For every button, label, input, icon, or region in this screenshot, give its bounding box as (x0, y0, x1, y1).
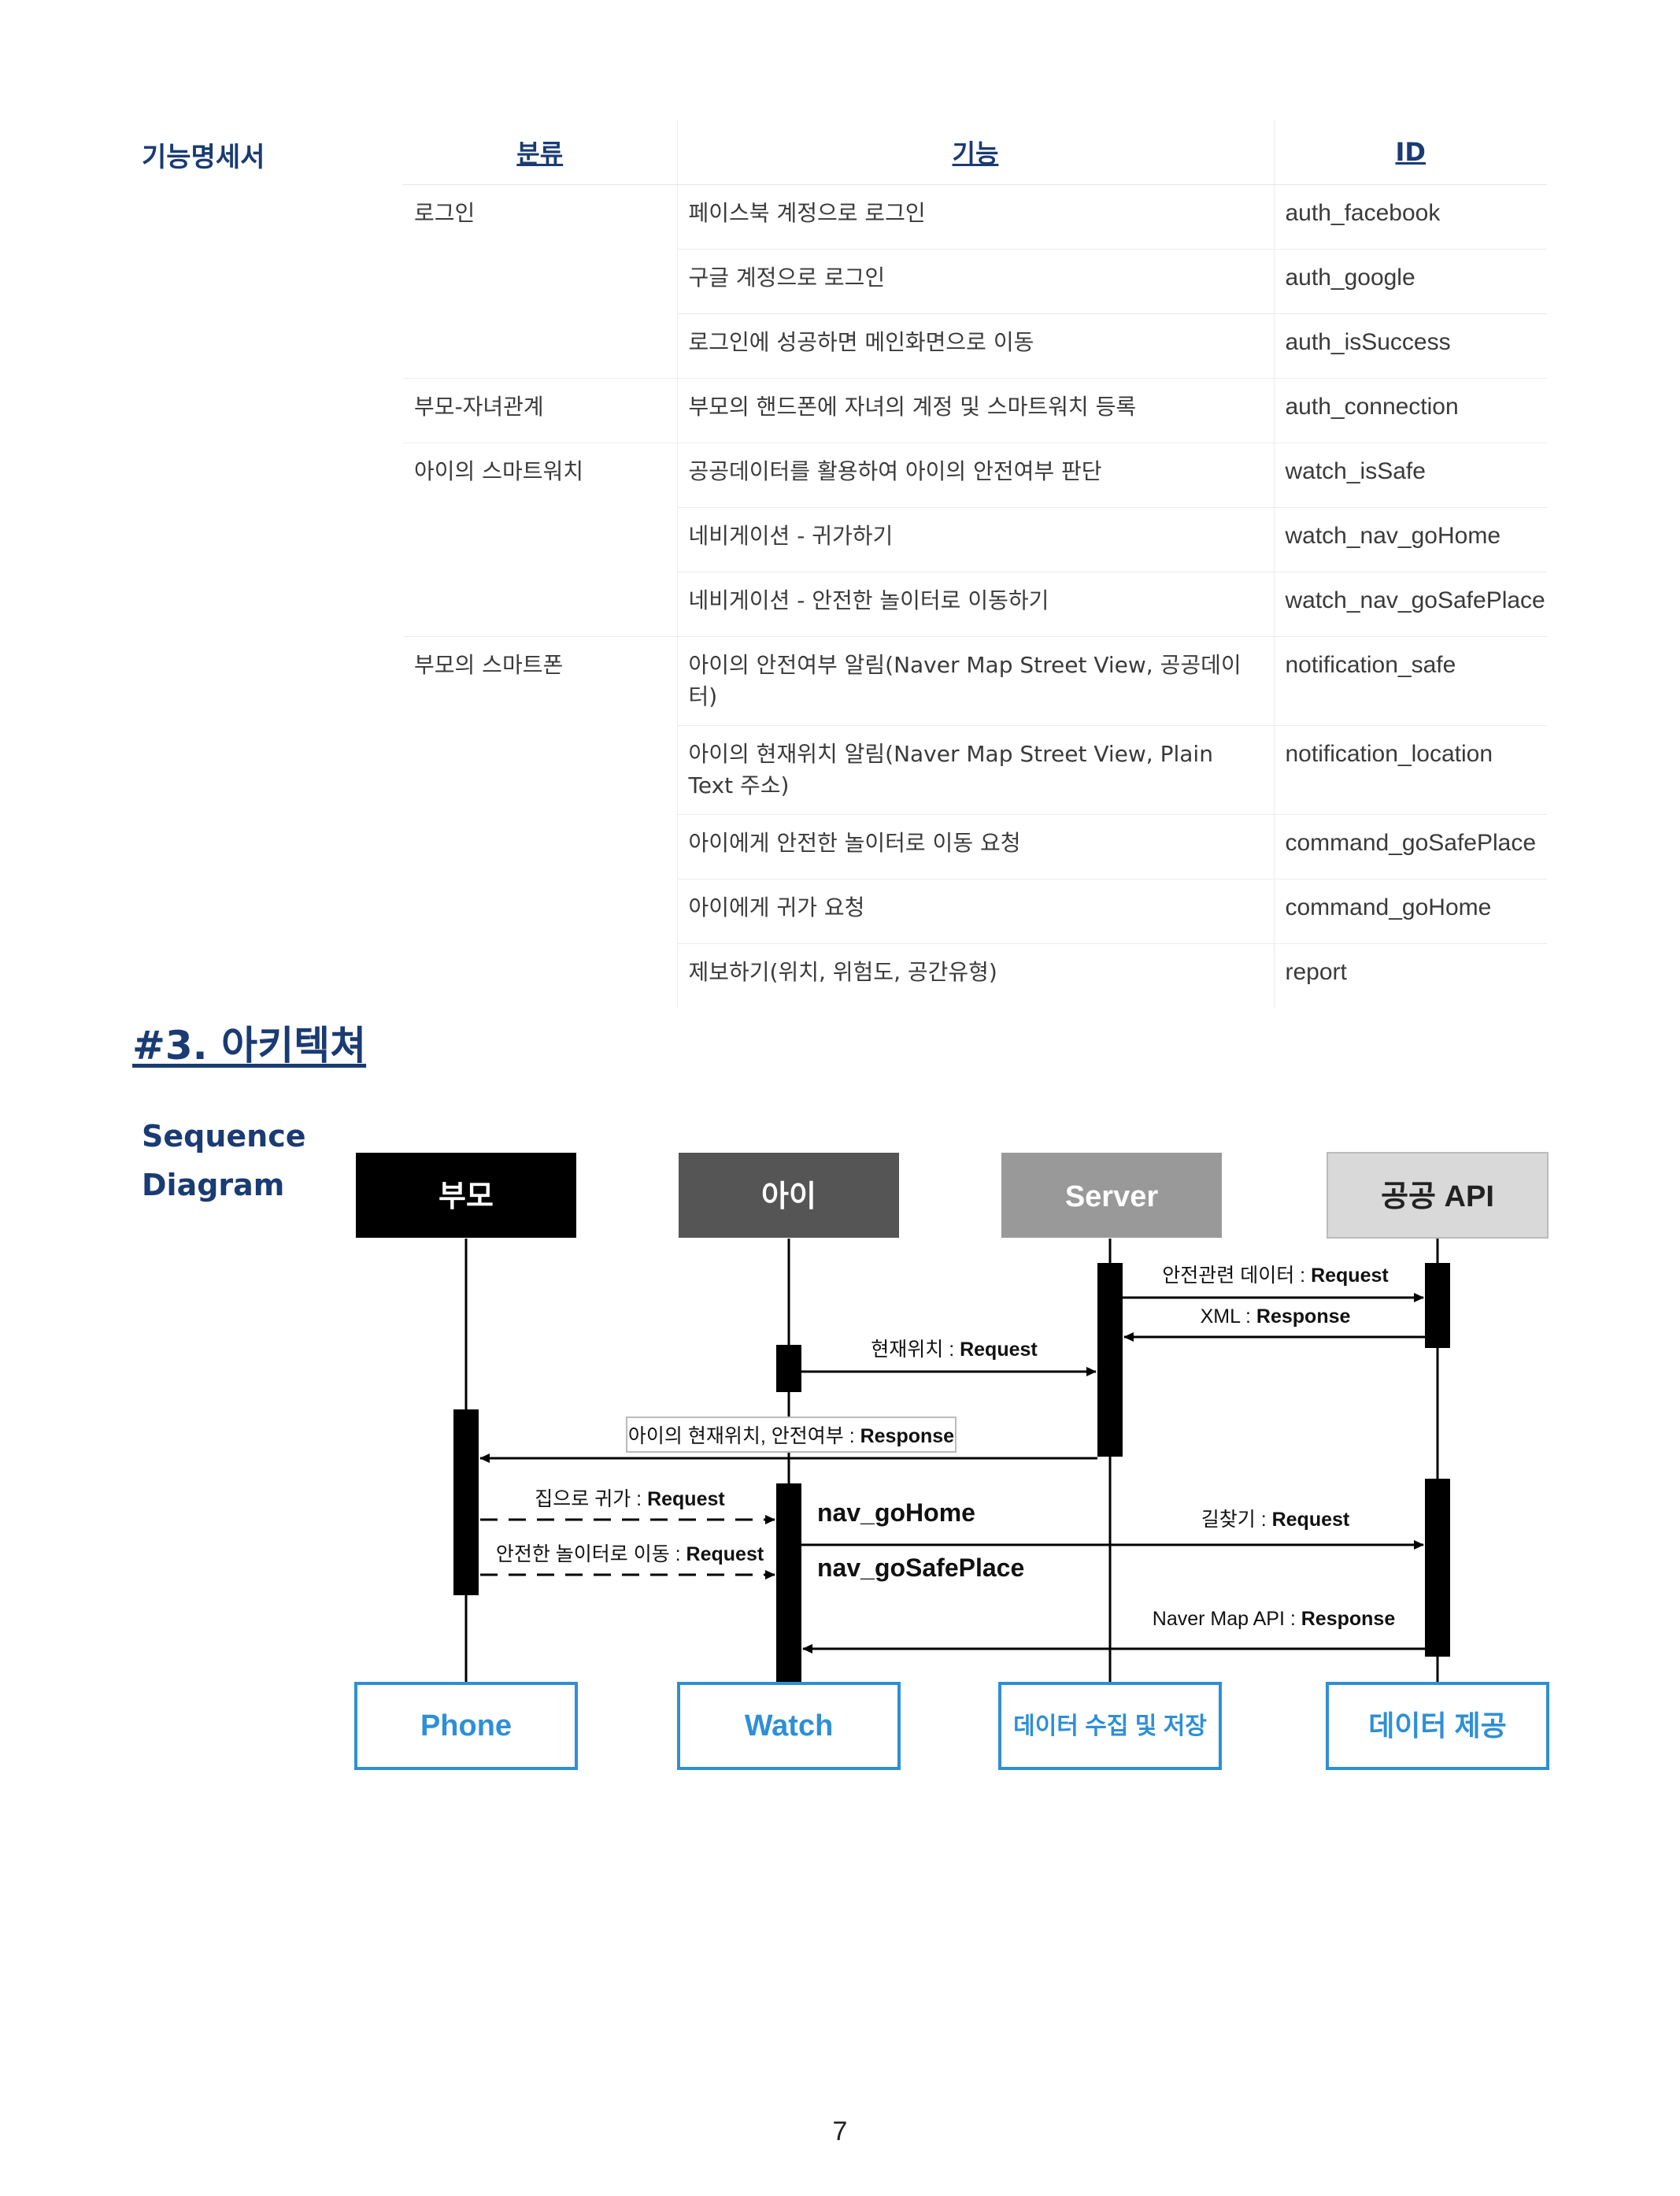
table-row: 로그인에 성공하면 메인화면으로 이동 auth_isSuccess (403, 313, 1547, 379)
row-id: notification_safe (1273, 636, 1547, 726)
watch-function-gohome: nav_goHome (817, 1498, 975, 1527)
table-row: 로그인 페이스북 계정으로 로그인 auth_facebook (403, 184, 1547, 250)
row-id: report (1273, 943, 1547, 1008)
row-category: 부모의 스마트폰 (403, 636, 677, 726)
spec-label: 기능명세서 (142, 142, 265, 173)
bottom-box-data-provide: 데이터 제공 (1326, 1682, 1549, 1770)
table-row: 아이에게 안전한 놀이터로 이동 요청 command_goSafePlace (403, 814, 1547, 880)
activation-parent (453, 1409, 479, 1595)
bottom-box-phone: Phone (354, 1682, 578, 1770)
label-line-1: Sequence (142, 1119, 306, 1154)
bottom-box-watch: Watch (677, 1682, 901, 1770)
actor-child: 아이 (679, 1153, 899, 1238)
table-row: 구글 계정으로 로그인 auth_google (403, 249, 1547, 314)
activation-child-2 (776, 1483, 801, 1683)
message-4-label-box (626, 1416, 957, 1453)
row-feature: 공공데이터를 활용하여 아이의 안전여부 판단 (676, 443, 1274, 508)
row-feature: 부모의 핸드폰에 자녀의 계정 및 스마트워치 등록 (676, 378, 1274, 443)
page-number: 7 (832, 2116, 848, 2146)
bottom-box-watch-label: Watch (745, 1709, 834, 1742)
bottom-box-data-store-label: 데이터 수집 및 저장 (1013, 1713, 1207, 1739)
table-row: 아이에게 귀가 요청 command_goHome (403, 879, 1547, 944)
row-category: 부모-자녀관계 (403, 378, 677, 443)
actor-parent-label: 부모 (439, 1180, 494, 1213)
message-6-label: 안전한 놀이터로 이동 : Request (496, 1543, 764, 1565)
row-feature: 아이의 안전여부 알림(Naver Map Street View, 공공데이터… (676, 636, 1274, 726)
row-id: command_goHome (1273, 879, 1547, 944)
actor-server: Server (1001, 1153, 1222, 1238)
table-row: 네비게이션 - 귀가하기 watch_nav_goHome (403, 507, 1547, 572)
message-5-label: 집으로 귀가 : Request (535, 1488, 725, 1510)
row-id: watch_nav_goHome (1273, 507, 1547, 572)
bottom-box-data-store: 데이터 수집 및 저장 (998, 1682, 1222, 1770)
section-title: #3. 아키텍쳐 (132, 1023, 367, 1068)
message-8-label: Naver Map API : Response (1153, 1608, 1396, 1630)
sequence-diagram: 부모 아이 Server 공공 API 안전관련 데이터 : Request X… (354, 1152, 1549, 1770)
row-feature: 로그인에 성공하면 메인화면으로 이동 (676, 313, 1274, 379)
table-row: 부모-자녀관계 부모의 핸드폰에 자녀의 계정 및 스마트워치 등록 auth_… (403, 378, 1547, 443)
row-category: 로그인 (403, 184, 677, 250)
row-id: notification_location (1273, 725, 1547, 815)
row-id: auth_facebook (1273, 184, 1547, 250)
row-id: command_goSafePlace (1273, 814, 1547, 880)
feature-spec-table: 분류 기능 ID 로그인 페이스북 계정으로 로그인 auth_facebook… (403, 120, 1547, 1008)
row-category: 아이의 스마트워치 (403, 443, 677, 508)
row-id: watch_nav_goSafePlace (1273, 572, 1547, 637)
row-feature: 네비게이션 - 귀가하기 (676, 507, 1274, 572)
message-1-label: 안전관련 데이터 : Request (1162, 1265, 1389, 1287)
bottom-box-data-provide-label: 데이터 제공 (1368, 1709, 1507, 1742)
row-category (403, 250, 677, 314)
header-id: ID (1273, 120, 1547, 185)
activation-api-2 (1425, 1479, 1450, 1657)
activation-server (1097, 1263, 1123, 1457)
message-4-label: 아이의 현재위치, 안전여부 : Response (628, 1425, 954, 1447)
message-3-label: 현재위치 : Request (871, 1339, 1038, 1361)
header-category: 분류 (403, 120, 677, 185)
table-row: 네비게이션 - 안전한 놀이터로 이동하기 watch_nav_goSafePl… (403, 572, 1547, 637)
row-category (403, 726, 677, 815)
bottom-box-phone-label: Phone (420, 1709, 512, 1742)
actor-api-label: 공공 API (1381, 1180, 1494, 1213)
activation-child-1 (776, 1345, 801, 1392)
row-feature: 제보하기(위치, 위험도, 공간유형) (676, 943, 1274, 1008)
row-category (403, 508, 677, 572)
watch-function-gosafeplace: nav_goSafePlace (817, 1553, 1024, 1582)
row-id: watch_isSafe (1273, 443, 1547, 508)
actor-api: 공공 API (1327, 1152, 1549, 1239)
message-7-label: 길찾기 : Request (1201, 1509, 1350, 1531)
header-feature: 기능 (676, 120, 1274, 185)
row-category (403, 944, 677, 1009)
row-feature: 아이에게 귀가 요청 (676, 879, 1274, 944)
table-header-row: 분류 기능 ID (403, 120, 1547, 185)
message-2-label: XML : Response (1201, 1305, 1351, 1328)
actor-parent: 부모 (356, 1153, 576, 1238)
actor-server-label: Server (1065, 1180, 1159, 1213)
table-row: 아이의 현재위치 알림(Naver Map Street View, Plain… (403, 725, 1547, 815)
label-line-2: Diagram (142, 1168, 285, 1202)
row-feature: 네비게이션 - 안전한 놀이터로 이동하기 (676, 572, 1274, 637)
row-feature: 아이에게 안전한 놀이터로 이동 요청 (676, 814, 1274, 880)
table-row: 아이의 스마트워치 공공데이터를 활용하여 아이의 안전여부 판단 watch_… (403, 443, 1547, 508)
row-feature: 구글 계정으로 로그인 (676, 249, 1274, 314)
sequence-diagram-label: Sequence Diagram (142, 1112, 306, 1209)
actor-child-label: 아이 (761, 1180, 816, 1213)
row-category (403, 880, 677, 944)
row-id: auth_connection (1273, 378, 1547, 443)
row-id: auth_isSuccess (1273, 313, 1547, 379)
table-row: 부모의 스마트폰 아이의 안전여부 알림(Naver Map Street Vi… (403, 636, 1547, 726)
row-feature: 페이스북 계정으로 로그인 (676, 184, 1274, 250)
row-category (403, 815, 677, 880)
row-category (403, 314, 677, 379)
row-category (403, 572, 677, 637)
row-feature: 아이의 현재위치 알림(Naver Map Street View, Plain… (676, 725, 1274, 815)
activation-api-1 (1425, 1263, 1450, 1348)
table-row: 제보하기(위치, 위험도, 공간유형) report (403, 943, 1547, 1009)
row-id: auth_google (1273, 249, 1547, 314)
